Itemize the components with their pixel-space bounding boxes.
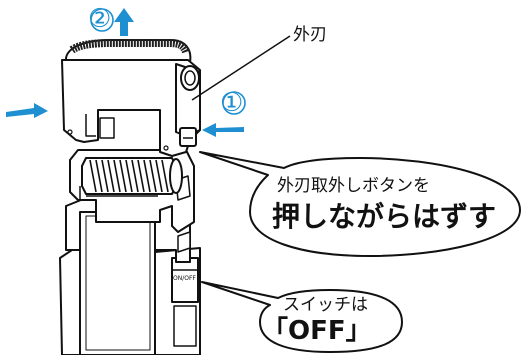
frame-tab	[99, 117, 115, 139]
release-callout-bubble	[199, 151, 521, 257]
lift-circle	[90, 8, 114, 32]
release-instruction-line1: 外刃取外しボタンを	[277, 176, 430, 196]
press-circle	[222, 91, 246, 115]
step-press-number: ①	[220, 88, 244, 118]
inner-blade-end	[169, 158, 183, 194]
outer-blade-label: 外刃	[293, 25, 327, 45]
switch-callout-bubble	[201, 281, 403, 353]
inner-blade-ridges	[89, 159, 169, 193]
inner-panel-face	[85, 215, 151, 351]
switch-slot	[173, 305, 197, 347]
shaver-body	[59, 149, 201, 356]
lift-arrow	[114, 8, 134, 36]
outer-blade-frame	[61, 39, 201, 157]
arrows	[6, 8, 244, 137]
switch-panel	[171, 257, 199, 303]
switch-label: ON/OFF	[173, 275, 196, 282]
outer-blade-leader	[191, 35, 291, 101]
switch-instruction-line1: スイッチは	[283, 295, 368, 315]
switch-instruction-line2: 「OFF」	[262, 316, 372, 346]
step-lift-number: ②	[88, 4, 112, 34]
push-arrow-right	[202, 123, 244, 137]
push-arrow-left	[6, 103, 48, 118]
release-instruction-line2: 押しながらはずす	[272, 200, 497, 233]
release-button	[179, 127, 197, 147]
